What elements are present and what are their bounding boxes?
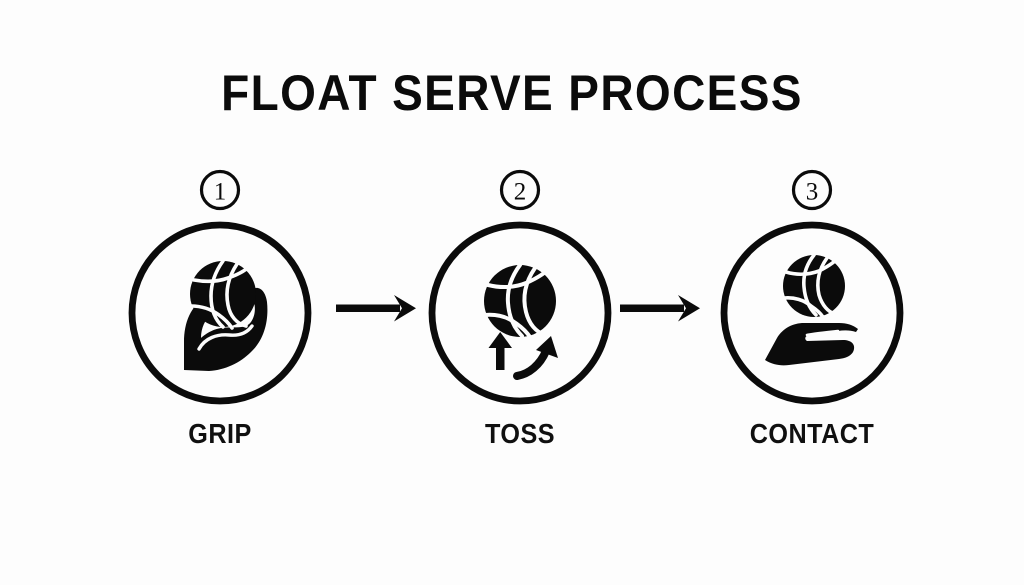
hand-gripping-volleyball-icon [184,259,268,371]
arrow-grip-to-toss [336,289,428,329]
step-number-text-2: 2 [514,179,527,206]
process-step-grip[interactable]: 1 [100,168,340,468]
process-step-contact[interactable]: 3 [692,168,932,468]
volleyball-toss-arrows-icon [483,263,558,380]
volleyball-glyph [483,263,556,339]
step-icon-ring-3 [717,218,907,408]
step-label-toss: TOSS [485,418,555,449]
step-number-badge-2: 2 [498,168,542,212]
process-step-toss[interactable]: 2 [400,168,640,468]
step-number-text-3: 3 [806,179,819,206]
step-icon-ring-2 [425,218,615,408]
toss-arrow-up-icon [488,332,512,370]
step-label-grip: GRIP [188,418,252,449]
page-title: FLOAT SERVE PROCESS [221,65,803,121]
step-number-badge-3: 3 [790,168,834,212]
volleyball-glyph [782,253,845,319]
toss-arrow-curved-icon [513,336,558,380]
step-number-badge-1: 1 [198,168,242,212]
process-steps: 1 [0,168,1024,468]
step-number-text-1: 1 [214,179,227,206]
volleyball-glyph [189,259,256,330]
open-palm-striking-volleyball-icon [765,253,858,366]
arrow-toss-to-contact [620,289,712,329]
step-label-contact: CONTACT [749,418,875,449]
step-icon-ring-1 [125,218,315,408]
